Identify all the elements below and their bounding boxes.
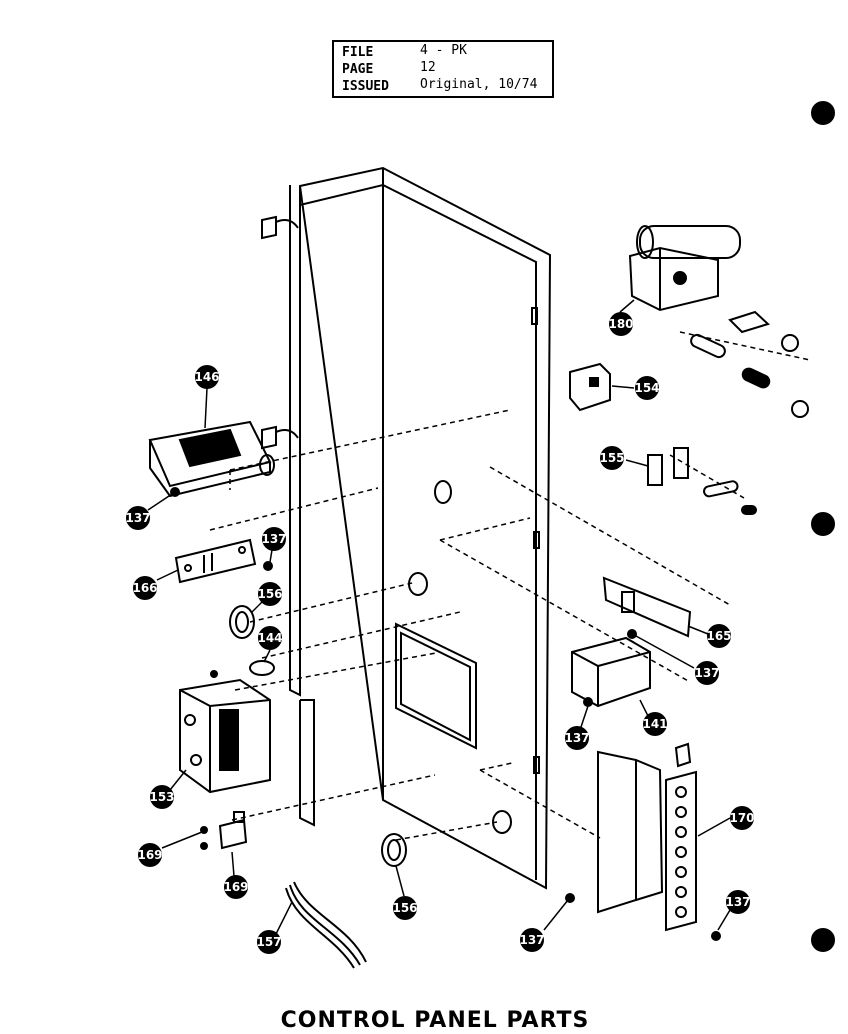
svg-text:146: 146 bbox=[194, 370, 219, 384]
svg-text:137: 137 bbox=[564, 731, 589, 745]
file-label: FILE bbox=[342, 45, 374, 60]
file-value: 4 - PK bbox=[420, 43, 467, 58]
callout-137: 137 bbox=[564, 726, 590, 750]
svg-text:137: 137 bbox=[519, 933, 544, 947]
page-value: 12 bbox=[420, 60, 436, 75]
callout-141: 141 bbox=[642, 712, 668, 736]
callout-137: 137 bbox=[261, 527, 287, 551]
callout-157: 157 bbox=[256, 930, 282, 954]
callout-165: 165 bbox=[706, 624, 732, 648]
svg-text:169: 169 bbox=[137, 848, 162, 862]
terminal-board-part bbox=[602, 576, 692, 638]
callout-166: 166 bbox=[132, 576, 158, 600]
callout-169: 169 bbox=[223, 875, 249, 899]
callout-146: 146 bbox=[194, 365, 220, 389]
grommet-part bbox=[229, 605, 255, 639]
binder-hole bbox=[811, 101, 835, 125]
relay-part bbox=[179, 678, 271, 794]
page-label: PAGE bbox=[342, 62, 374, 77]
mounting-bracket-part bbox=[174, 538, 257, 584]
svg-text:170: 170 bbox=[729, 811, 754, 825]
svg-text:137: 137 bbox=[261, 532, 286, 546]
binder-hole bbox=[811, 512, 835, 536]
callout-156: 156 bbox=[257, 582, 283, 606]
callout-153: 153 bbox=[149, 785, 175, 809]
callout-154: 154 bbox=[634, 376, 660, 400]
capacitor-part bbox=[628, 225, 809, 418]
callout-137: 137 bbox=[125, 506, 151, 530]
svg-text:166: 166 bbox=[132, 581, 157, 595]
clip-part bbox=[249, 660, 275, 676]
svg-text:157: 157 bbox=[256, 935, 281, 949]
callout-144: 144 bbox=[257, 626, 283, 650]
terminal-cover-part bbox=[569, 362, 611, 412]
callout-137: 137 bbox=[694, 661, 720, 685]
control-panel-plate bbox=[261, 166, 552, 890]
grommet-part bbox=[381, 833, 407, 867]
assembly-leader-lines bbox=[209, 331, 811, 841]
issued-label: ISSUED bbox=[342, 79, 389, 94]
callout-180: 180 bbox=[608, 312, 634, 336]
callout-156: 156 bbox=[392, 896, 418, 920]
svg-text:154: 154 bbox=[634, 381, 659, 395]
binder-hole bbox=[811, 928, 835, 952]
svg-text:155: 155 bbox=[599, 451, 624, 465]
callout-155: 155 bbox=[599, 446, 625, 470]
svg-text:153: 153 bbox=[149, 790, 174, 804]
diagram-title: CONTROL PANEL PARTS bbox=[280, 1008, 590, 1033]
svg-text:156: 156 bbox=[257, 587, 282, 601]
svg-text:141: 141 bbox=[642, 717, 667, 731]
control-module-part bbox=[571, 636, 651, 708]
svg-text:169: 169 bbox=[223, 880, 248, 894]
wire-harness-part bbox=[285, 881, 367, 969]
callout-137: 137 bbox=[519, 928, 545, 952]
terminal-strip-part bbox=[597, 742, 697, 932]
part-callouts: 146 137 166 137 156 144 153 169 169 157 … bbox=[125, 312, 755, 954]
svg-text:180: 180 bbox=[608, 317, 633, 331]
issued-value: Original, 10/74 bbox=[420, 77, 538, 92]
callout-137: 137 bbox=[725, 890, 751, 914]
callout-169: 169 bbox=[137, 843, 163, 867]
svg-text:137: 137 bbox=[725, 895, 750, 909]
transformer-part bbox=[148, 420, 275, 498]
bracket-set-part bbox=[647, 447, 757, 515]
svg-text:137: 137 bbox=[125, 511, 150, 525]
callout-170: 170 bbox=[729, 806, 755, 830]
svg-text:156: 156 bbox=[392, 901, 417, 915]
svg-text:144: 144 bbox=[257, 631, 282, 645]
small-switch-part bbox=[218, 811, 248, 850]
svg-text:137: 137 bbox=[694, 666, 719, 680]
file-info-box: FILE 4 - PK PAGE 12 ISSUED Original, 10/… bbox=[332, 40, 554, 98]
svg-text:165: 165 bbox=[706, 629, 731, 643]
